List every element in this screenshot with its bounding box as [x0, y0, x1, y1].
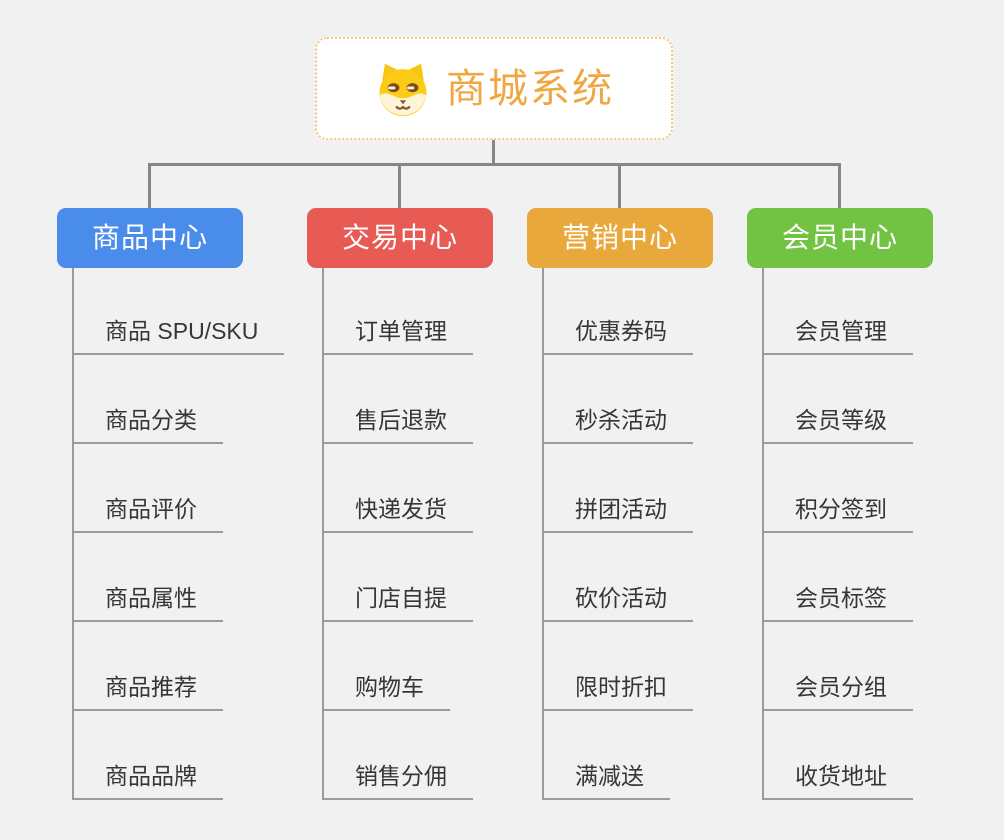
- branch-item[interactable]: 售后退款: [324, 355, 473, 444]
- branch-node-trade-center[interactable]: 交易中心: [307, 208, 493, 268]
- connector-branch-drop: [838, 163, 841, 208]
- connector-branch-drop: [618, 163, 621, 208]
- branch-items: 会员管理会员等级积分签到会员标签会员分组收货地址: [762, 266, 913, 800]
- branch-item[interactable]: 拼团活动: [544, 444, 693, 533]
- connector-root-stem: [492, 140, 495, 163]
- branch-item[interactable]: 商品评价: [74, 444, 223, 533]
- branch-item[interactable]: 商品属性: [74, 533, 223, 622]
- branch-items: 优惠券码秒杀活动拼团活动砍价活动限时折扣满减送: [542, 266, 693, 800]
- branch-item[interactable]: 商品分类: [74, 355, 223, 444]
- branch-item[interactable]: 快递发货: [324, 444, 473, 533]
- branch-item[interactable]: 秒杀活动: [544, 355, 693, 444]
- branch-label: 会员中心: [781, 222, 898, 253]
- branch-node-marketing-center[interactable]: 营销中心: [527, 208, 713, 268]
- branch-item[interactable]: 会员标签: [764, 533, 913, 622]
- branch-items: 订单管理售后退款快递发货门店自提购物车销售分佣: [322, 266, 473, 800]
- branch-item[interactable]: 限时折扣: [544, 622, 693, 711]
- branch-item[interactable]: 商品推荐: [74, 622, 223, 711]
- branch-item[interactable]: 商品品牌: [74, 711, 223, 800]
- dog-face-icon: [374, 61, 432, 117]
- branch-column-marketing-center: 营销中心 优惠券码秒杀活动拼团活动砍价活动限时折扣满减送: [527, 163, 713, 800]
- branch-node-product-center[interactable]: 商品中心: [57, 208, 243, 268]
- branch-item[interactable]: 收货地址: [764, 711, 913, 800]
- branch-label: 营销中心: [561, 222, 678, 253]
- connector-branch-drop: [148, 163, 151, 208]
- branch-label: 交易中心: [341, 222, 458, 253]
- branch-item[interactable]: 满减送: [544, 711, 670, 800]
- branch-node-member-center[interactable]: 会员中心: [747, 208, 933, 268]
- branch-item[interactable]: 订单管理: [324, 266, 473, 355]
- connector-bus: [149, 163, 841, 166]
- branch-item[interactable]: 会员等级: [764, 355, 913, 444]
- branch-item[interactable]: 砍价活动: [544, 533, 693, 622]
- root-node-mall-system[interactable]: 商城系统: [315, 37, 673, 140]
- branch-item[interactable]: 门店自提: [324, 533, 473, 622]
- branch-column-member-center: 会员中心 会员管理会员等级积分签到会员标签会员分组收货地址: [747, 163, 933, 800]
- branch-item[interactable]: 购物车: [324, 622, 450, 711]
- branch-column-trade-center: 交易中心 订单管理售后退款快递发货门店自提购物车销售分佣: [307, 163, 493, 800]
- branch-item[interactable]: 会员管理: [764, 266, 913, 355]
- branch-item[interactable]: 优惠券码: [544, 266, 693, 355]
- connector-branch-drop: [398, 163, 401, 208]
- branch-label: 商品中心: [91, 222, 208, 253]
- branch-item[interactable]: 商品 SPU/SKU: [74, 266, 285, 355]
- branch-item[interactable]: 销售分佣: [324, 711, 473, 800]
- root-title: 商城系统: [446, 66, 614, 111]
- branch-item[interactable]: 积分签到: [764, 444, 913, 533]
- branch-item[interactable]: 会员分组: [764, 622, 913, 711]
